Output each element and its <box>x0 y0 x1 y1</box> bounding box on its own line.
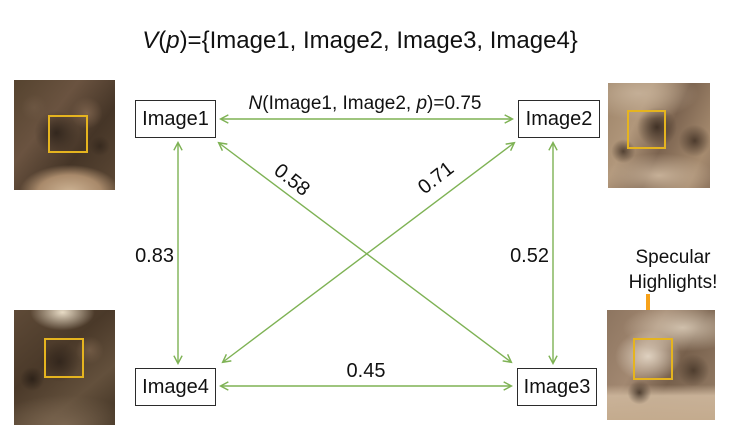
node-image3: Image3 <box>517 368 597 406</box>
node-image4: Image4 <box>135 368 216 406</box>
annotation-line1: Specular <box>635 247 711 268</box>
edge-image2-image4 <box>223 143 514 362</box>
edge-weight-image4-image3: 0.45 <box>346 360 386 382</box>
node-image1-label: Image1 <box>142 107 209 130</box>
node-image3-label: Image3 <box>523 375 591 398</box>
annotation-line2: Highlights! <box>628 272 718 294</box>
image1-roi-box <box>48 115 88 153</box>
image4-roi-box <box>44 338 84 378</box>
edge-weight-image1-image4: 0.83 <box>135 245 174 267</box>
node-image2: Image2 <box>518 100 600 138</box>
image2-thumbnail <box>608 83 710 188</box>
node-image2-label: Image2 <box>525 107 593 130</box>
edge-weight-image2-image3: 0.52 <box>510 245 549 267</box>
image3-thumbnail <box>607 310 715 420</box>
image1-thumbnail <box>14 80 115 190</box>
specular-highlights-annotation: Specular Highlights! <box>598 245 748 295</box>
image2-roi-box <box>627 110 666 149</box>
image3-roi-box <box>633 338 673 380</box>
title-var-p: p <box>166 27 180 54</box>
image4-thumbnail <box>14 310 115 425</box>
figure-title: V(p)={Image1, Image2, Image3, Image4} <box>142 27 578 54</box>
edge-image1-image3 <box>219 143 511 362</box>
title-var-v: V <box>142 27 159 54</box>
edge-weight-image1-image2: N(Image1, Image2, p)=0.75 <box>248 93 482 114</box>
node-image1: Image1 <box>135 100 216 138</box>
node-image4-label: Image4 <box>142 375 209 398</box>
